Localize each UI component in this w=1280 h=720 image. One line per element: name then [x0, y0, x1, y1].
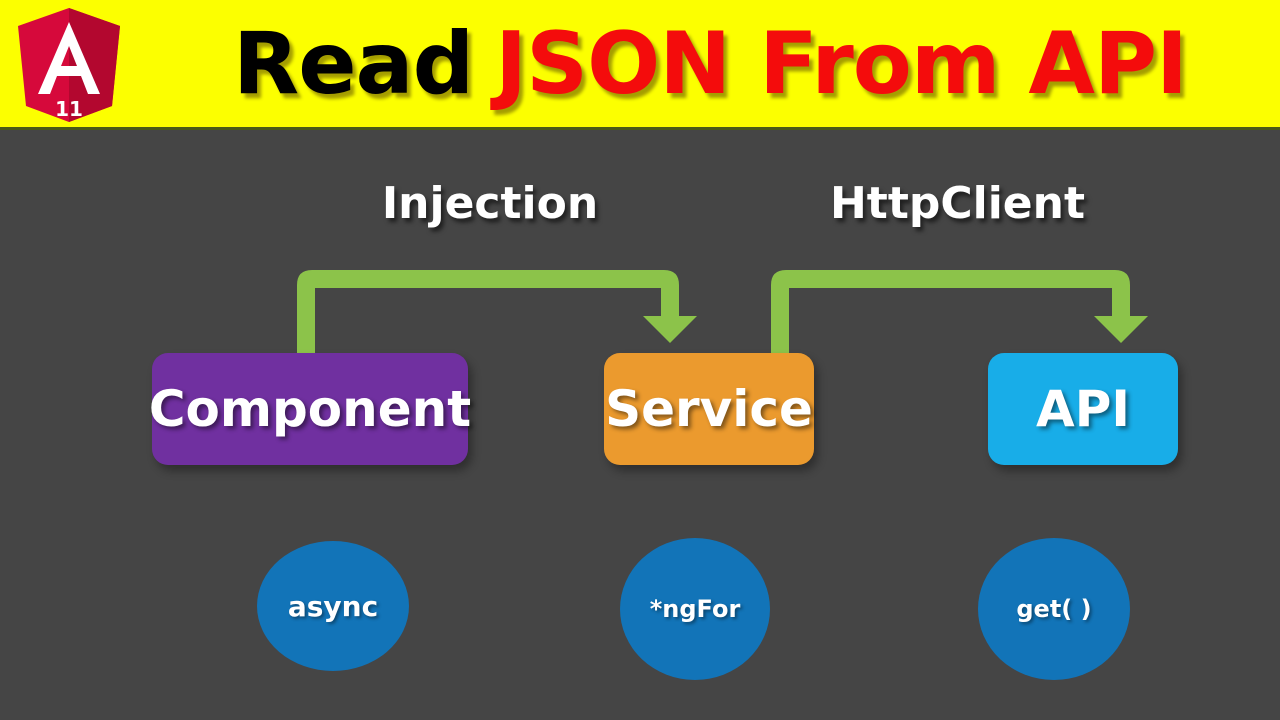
node-box-api[interactable]: API	[988, 353, 1178, 465]
node-circle-get[interactable]: get( )	[978, 538, 1130, 680]
arrow-label-injection: Injection	[381, 178, 599, 229]
title-banner: 11 Read JSON From API	[0, 0, 1280, 130]
title-part-json-from-api: JSON From API	[495, 13, 1188, 114]
node-circle-async[interactable]: async	[257, 541, 409, 671]
node-circle-get-label: get( )	[1016, 595, 1092, 623]
node-circle-async-label: async	[287, 589, 379, 623]
node-box-service[interactable]: Service	[604, 353, 814, 465]
title-part-read: Read	[233, 13, 474, 114]
node-box-api-label: API	[1036, 380, 1130, 438]
node-circle-ngfor[interactable]: *ngFor	[620, 538, 770, 680]
arrow-label-httpclient: HttpClient	[829, 178, 1086, 229]
angular-version-number: 11	[55, 97, 83, 121]
node-box-component-label: Component	[148, 380, 472, 438]
node-circle-ngfor-label: *ngFor	[649, 595, 741, 623]
node-box-component[interactable]: Component	[148, 353, 472, 465]
page-title: Read JSON From API	[150, 0, 1270, 127]
angular-shield-icon: 11	[18, 8, 120, 122]
node-box-service-label: Service	[605, 380, 813, 438]
